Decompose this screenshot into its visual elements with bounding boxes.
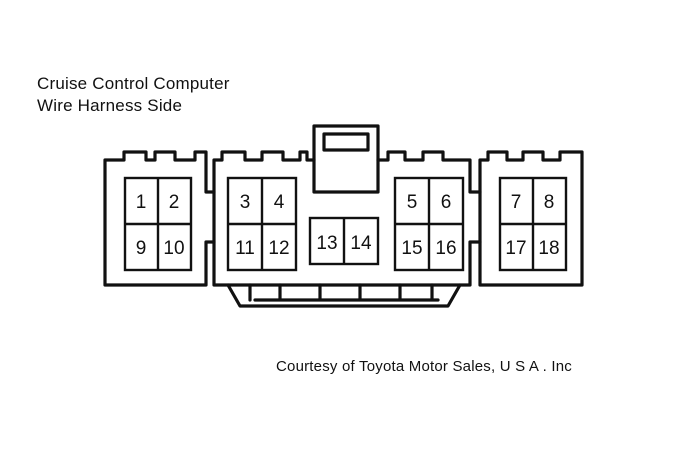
diagram-subtitle: Wire Harness Side: [37, 96, 183, 115]
pin-label-17: 17: [505, 238, 526, 259]
pin-label-16: 16: [435, 238, 456, 259]
pin-label-2: 2: [169, 192, 180, 213]
courtesy-credit: Courtesy of Toyota Motor Sales, U S A . …: [276, 358, 572, 375]
pin-label-12: 12: [268, 238, 289, 259]
diagram-title: Cruise Control Computer: [37, 74, 230, 93]
pin-label-9: 9: [136, 238, 147, 259]
pin-label-6: 6: [441, 192, 452, 213]
pin-label-10: 10: [163, 238, 184, 259]
middle-inner-notch: [312, 158, 380, 194]
pin-label-7: 7: [511, 192, 522, 213]
right-block-outline: [478, 150, 584, 287]
latch-window: [322, 132, 370, 152]
pin-label-13: 13: [316, 233, 337, 254]
pin-label-4: 4: [274, 192, 285, 213]
pin-label-8: 8: [544, 192, 555, 213]
pin-label-5: 5: [407, 192, 418, 213]
pin-label-15: 15: [401, 238, 422, 259]
bottom-lock-tab: [226, 283, 462, 308]
bottom-lock-tab-ribs: [248, 283, 440, 302]
left-block-outline: [103, 150, 216, 287]
pin-label-1: 1: [136, 192, 147, 213]
pin-label-3: 3: [240, 192, 251, 213]
pin-label-14: 14: [350, 233, 372, 254]
pin-label-11: 11: [235, 238, 255, 259]
middle-block-outline: [212, 124, 482, 287]
pin-label-18: 18: [538, 238, 559, 259]
